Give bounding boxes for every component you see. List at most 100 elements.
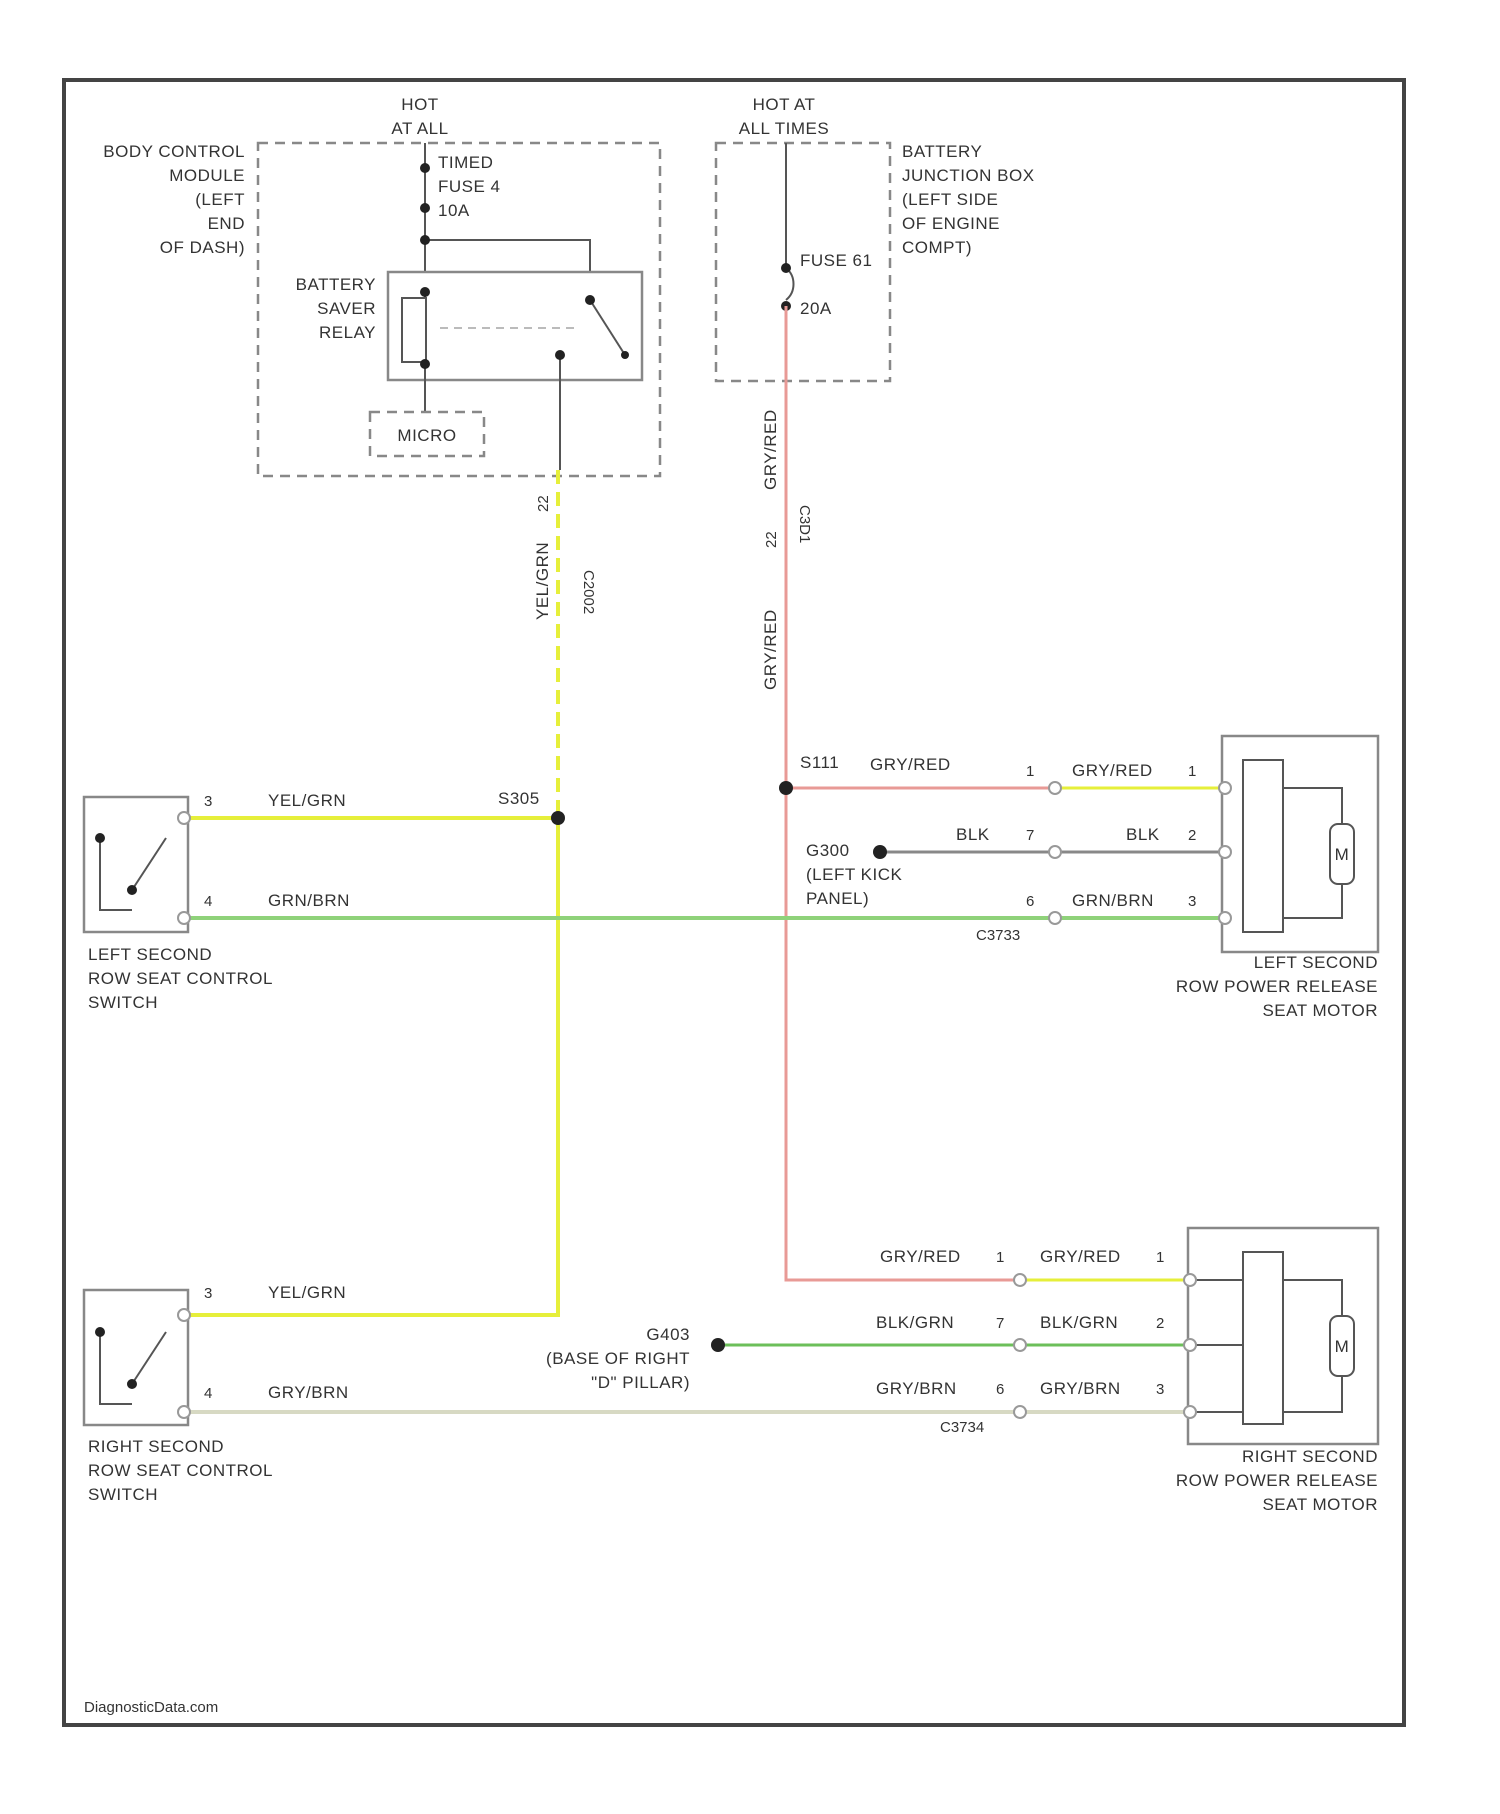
left-switch-terminal-a (95, 833, 105, 843)
left-motor-pin1-terminal (1219, 782, 1231, 794)
svg-text:COMPT): COMPT) (902, 238, 972, 257)
svg-text:RELAY: RELAY (319, 323, 376, 342)
pin-22-label-bjb: 22 (763, 531, 780, 548)
right-inline-connector-c3734 (1014, 1274, 1026, 1418)
svg-text:G403: G403 (646, 1325, 690, 1344)
left-motor-blk-label-b: BLK (1126, 825, 1160, 844)
relay-label: BATTERY SAVER RELAY (296, 275, 376, 342)
svg-text:(LEFT: (LEFT (195, 190, 245, 209)
pin-22-label-bcm: 22 (535, 495, 552, 512)
svg-text:(LEFT KICK: (LEFT KICK (806, 865, 902, 884)
left-motor-pin-1b: 1 (1188, 763, 1196, 780)
right-motor-pin3-terminal (1184, 1406, 1196, 1418)
splice-s111 (779, 781, 793, 795)
svg-text:(LEFT SIDE: (LEFT SIDE (902, 190, 998, 209)
right-motor-blk-grn-label-a: BLK/GRN (876, 1313, 954, 1332)
svg-text:JUNCTION BOX: JUNCTION BOX (902, 166, 1035, 185)
right-motor-pin-2: 2 (1156, 1315, 1164, 1332)
left-motor-gry-red-label: GRY/RED (870, 755, 951, 774)
svg-text:SAVER: SAVER (317, 299, 376, 318)
ground-g300-icon (873, 845, 887, 859)
svg-text:"D" PILLAR): "D" PILLAR) (591, 1373, 690, 1392)
right-motor-m: M (1335, 1337, 1350, 1356)
svg-text:FUSE 4: FUSE 4 (438, 177, 501, 196)
svg-text:(BASE OF RIGHT: (BASE OF RIGHT (546, 1349, 690, 1368)
relay-output-terminal (555, 350, 565, 360)
relay-coil-bottom-terminal (420, 359, 430, 369)
right-switch-pin3-terminal (178, 1309, 190, 1321)
svg-text:OF DASH): OF DASH) (160, 238, 245, 257)
right-motor-pin-1a: 1 (996, 1249, 1004, 1266)
right-switch-pin4-terminal (178, 1406, 190, 1418)
svg-text:FUSE 61: FUSE 61 (800, 251, 872, 270)
svg-text:ROW SEAT CONTROL: ROW SEAT CONTROL (88, 1461, 273, 1480)
footer-watermark: DiagnosticData.com (84, 1699, 218, 1716)
right-motor-gry-brn-label-b: GRY/BRN (1040, 1379, 1121, 1398)
svg-text:20A: 20A (800, 299, 832, 318)
svg-text:ROW POWER RELEASE: ROW POWER RELEASE (1176, 1471, 1378, 1490)
svg-text:MODULE: MODULE (169, 166, 245, 185)
bcm-connector-label: C2002 (580, 570, 597, 614)
right-motor-pin-3: 3 (1156, 1381, 1164, 1398)
gry-red-vertical-label-lower: GRY/RED (761, 609, 780, 690)
svg-text:G300: G300 (806, 841, 850, 860)
relay-coil-top-terminal (420, 287, 430, 297)
svg-text:AT ALL: AT ALL (391, 119, 448, 138)
splice-s305 (551, 811, 565, 825)
fuse-4-bottom-terminal (420, 203, 430, 213)
splice-s111-label: S111 (800, 753, 839, 772)
right-switch-terminal-b (127, 1379, 137, 1389)
left-switch-label: LEFT SECOND ROW SEAT CONTROL SWITCH (88, 945, 273, 1012)
left-motor-pin-7: 7 (1026, 827, 1034, 844)
left-motor-label: LEFT SECOND ROW POWER RELEASE SEAT MOTOR (1176, 953, 1378, 1020)
svg-text:SEAT MOTOR: SEAT MOTOR (1262, 1495, 1378, 1514)
left-switch-pin3-terminal (178, 812, 190, 824)
bjb-label: BATTERY JUNCTION BOX (LEFT SIDE OF ENGIN… (902, 142, 1035, 257)
left-motor-pin1-wire-label: GRY/RED (1072, 761, 1153, 780)
micro-label: MICRO (397, 426, 456, 445)
left-motor-pin-6: 6 (1026, 893, 1034, 910)
svg-text:SEAT MOTOR: SEAT MOTOR (1262, 1001, 1378, 1020)
right-switch-yel-grn-label: YEL/GRN (268, 1283, 346, 1302)
yel-grn-vertical-label: YEL/GRN (533, 542, 552, 620)
left-switch-pin-3: 3 (204, 793, 212, 810)
right-motor-gry-red-label: GRY/RED (880, 1247, 961, 1266)
svg-text:ROW POWER RELEASE: ROW POWER RELEASE (1176, 977, 1378, 996)
gry-red-wire (786, 306, 1020, 1280)
svg-text:END: END (208, 214, 245, 233)
splice-s305-label: S305 (498, 789, 540, 808)
fuse-61-top-terminal (781, 263, 791, 273)
right-motor-pin1-wire-label: GRY/RED (1040, 1247, 1121, 1266)
svg-text:OF ENGINE: OF ENGINE (902, 214, 1000, 233)
right-motor-connector-label: C3734 (940, 1419, 984, 1436)
right-switch-pin-3: 3 (204, 1285, 212, 1302)
ground-g403-label: G403 (BASE OF RIGHT "D" PILLAR) (546, 1325, 690, 1392)
svg-text:SWITCH: SWITCH (88, 993, 158, 1012)
right-motor-gry-brn-label-a: GRY/BRN (876, 1379, 957, 1398)
hot-at-all-times-label: HOT AT ALL TIMES (739, 95, 829, 138)
svg-text:BATTERY: BATTERY (902, 142, 982, 161)
right-motor-pin1-terminal (1184, 1274, 1196, 1286)
svg-text:HOT AT: HOT AT (753, 95, 816, 114)
left-switch-terminal-b (127, 885, 137, 895)
left-motor-pin3-terminal (1219, 912, 1231, 924)
right-switch-label: RIGHT SECOND ROW SEAT CONTROL SWITCH (88, 1437, 273, 1504)
right-switch-gry-brn-label: GRY/BRN (268, 1383, 349, 1402)
relay-contact-pivot (585, 295, 595, 305)
svg-text:ROW SEAT CONTROL: ROW SEAT CONTROL (88, 969, 273, 988)
bcm-label: BODY CONTROL MODULE (LEFT END OF DASH) (103, 142, 245, 257)
fuse-4-top-terminal (420, 163, 430, 173)
left-switch-yel-grn-label: YEL/GRN (268, 791, 346, 810)
svg-text:10A: 10A (438, 201, 470, 220)
left-motor-pin-1a: 1 (1026, 763, 1034, 780)
hot-at-all-label: HOT AT ALL (391, 95, 448, 138)
right-motor-pin-7: 7 (996, 1315, 1004, 1332)
right-motor-pin-1b: 1 (1156, 1249, 1164, 1266)
svg-text:BODY CONTROL: BODY CONTROL (103, 142, 245, 161)
fuse-61-label: FUSE 61 20A (800, 251, 872, 318)
svg-text:HOT: HOT (401, 95, 438, 114)
right-motor-blk-grn-label-b: BLK/GRN (1040, 1313, 1118, 1332)
left-switch-grn-brn-label: GRN/BRN (268, 891, 350, 910)
left-motor-pin-3: 3 (1188, 893, 1196, 910)
